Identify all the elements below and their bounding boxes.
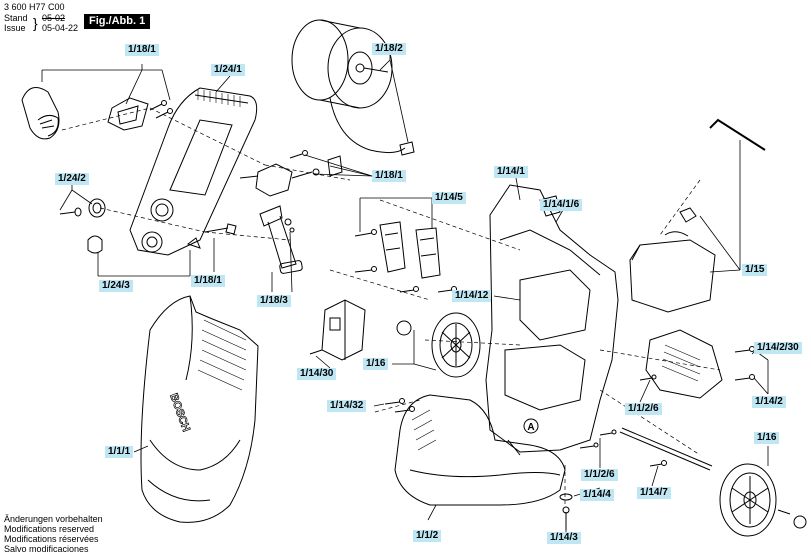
small-hardware [559,429,667,530]
callout-1-14-4: 1/14/4 [580,489,614,501]
view-marker-a-label: A [527,422,534,433]
issue-date: 05-04-22 [42,23,79,33]
note-es: Salvo modificaciones [4,544,89,554]
callout-1-14-2-30: 1/14/2/30 [754,342,802,354]
callout-1-14-1-6: 1/14/1/6 [540,199,583,211]
note-de: Änderungen vorbehalten [4,514,103,524]
stand-date-struck: 05-02 [42,13,66,23]
callout-1-18-1-mid: 1/18/1 [372,170,406,182]
callout-1-24-1: 1/24/1 [211,64,245,76]
wheel-large [719,463,791,537]
callout-1-14-7: 1/14/7 [637,487,671,499]
callout-1-14-3: 1/14/3 [547,532,581,544]
callout-1-16-small: 1/16 [363,358,389,370]
callout-1-1-1: 1/1/1 [105,446,134,458]
hose-reel [291,19,415,156]
callout-1-1-2-6-right: 1/1/2/6 [625,403,662,415]
assembly-guide-lines [61,107,721,505]
screws-group-1 [149,100,173,119]
coupling-assembly [239,150,343,197]
callout-1-24-3: 1/24/3 [99,280,133,292]
holder-part-left [21,87,60,140]
callout-1-18-1-top: 1/18/1 [125,44,159,56]
wheel-small [431,312,481,378]
main-frame [485,184,619,456]
leader-lines [41,55,769,534]
callout-1-18-1-low: 1/18/1 [191,275,225,287]
callout-1-18-3: 1/18/3 [257,295,291,307]
base-tub [394,394,566,506]
header-brace: } [33,15,38,31]
issue-label: Issue [4,23,26,33]
callout-1-16-large: 1/16 [754,432,780,444]
holder-bracket [107,97,149,131]
callout-1-14-5: 1/14/5 [432,192,466,204]
screws-group-2 [384,398,415,413]
stand-label: Stand [4,13,28,23]
callout-1-14-2: 1/14/2 [752,396,786,408]
callout-1-14-30: 1/14/30 [297,368,337,380]
callout-1-14-12: 1/14/12 [452,290,492,302]
callout-1-14-1: 1/14/1 [494,166,528,178]
view-marker-a [523,418,539,434]
callout-1-15: 1/15 [742,264,768,276]
motor-housing [639,329,755,399]
note-en: Modifications reserved [4,524,95,534]
note-fr: Modifications réservées [4,534,99,544]
hex-key [709,118,766,151]
knob-parts [59,198,201,254]
brand-mark: BOSCH [167,392,192,433]
callout-1-1-2: 1/1/2 [413,530,442,542]
crank-handle [204,205,303,274]
front-cover-panel [129,87,258,256]
axle [619,427,807,529]
callout-1-14-32: 1/14/32 [327,400,367,412]
doc-number: 3 600 H77 C00 [4,2,65,12]
front-shroud [140,295,259,523]
callout-1-24-2: 1/24/2 [55,173,89,185]
pump-block [309,299,412,361]
detergent-tank [629,207,716,313]
callout-1-18-2: 1/18/2 [372,43,406,55]
clip-parts [354,221,457,293]
callout-1-1-2-6-low: 1/1/2/6 [581,469,618,481]
figure-tag: Fig./Abb. 1 [84,14,151,29]
modification-notes: Änderungen vorbehalten Modifications res… [4,514,103,554]
